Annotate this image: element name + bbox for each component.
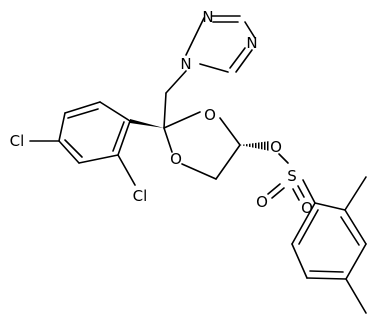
bond (306, 277, 347, 280)
bond (244, 21, 256, 39)
bond (163, 127, 173, 153)
hash-bond-ester (240, 141, 270, 151)
bond (78, 154, 119, 164)
bond (67, 108, 99, 119)
bond (291, 243, 308, 279)
dioxolane-ring (163, 111, 241, 180)
bond (302, 179, 316, 204)
bond (344, 176, 367, 211)
atom-label: O (270, 138, 282, 156)
atom-label: N (180, 55, 191, 73)
bond (292, 188, 300, 201)
triazole-ring (185, 15, 256, 73)
bond (199, 63, 229, 73)
bond (267, 183, 281, 195)
bond (117, 154, 136, 186)
atom-label: Cl (133, 187, 148, 205)
bond (117, 120, 131, 156)
bond (235, 49, 253, 73)
bond (297, 185, 305, 198)
bond (219, 117, 241, 146)
atom-label: O (170, 150, 182, 168)
bond (112, 121, 125, 152)
bond (314, 202, 346, 211)
bond (163, 92, 167, 129)
bond (298, 209, 319, 245)
atom-label: O (256, 193, 268, 211)
bond (58, 140, 80, 164)
bond (345, 243, 367, 280)
atom-label: S (287, 167, 297, 185)
xylyl-ring (291, 202, 367, 280)
bond (99, 101, 131, 122)
bond (64, 101, 101, 114)
atom-label: O (204, 106, 216, 124)
bond (165, 70, 187, 94)
bond (64, 139, 83, 158)
bond (185, 17, 205, 56)
dichlorophenyl-ring (58, 101, 131, 164)
bond (181, 163, 217, 180)
bond (163, 111, 201, 129)
atom-label: Cl (10, 132, 25, 150)
wedge-bond-aryl (130, 119, 164, 128)
bond (309, 270, 344, 273)
bond (344, 209, 367, 245)
bond (345, 278, 367, 314)
bond (229, 47, 246, 69)
bond (291, 202, 316, 245)
atom-label: O (301, 199, 313, 217)
atom-label: N (246, 34, 257, 52)
bond (271, 187, 285, 199)
atom-label: N (202, 8, 213, 26)
bond (278, 153, 289, 164)
bond (340, 216, 360, 246)
bond (58, 112, 66, 142)
bond (215, 144, 241, 180)
